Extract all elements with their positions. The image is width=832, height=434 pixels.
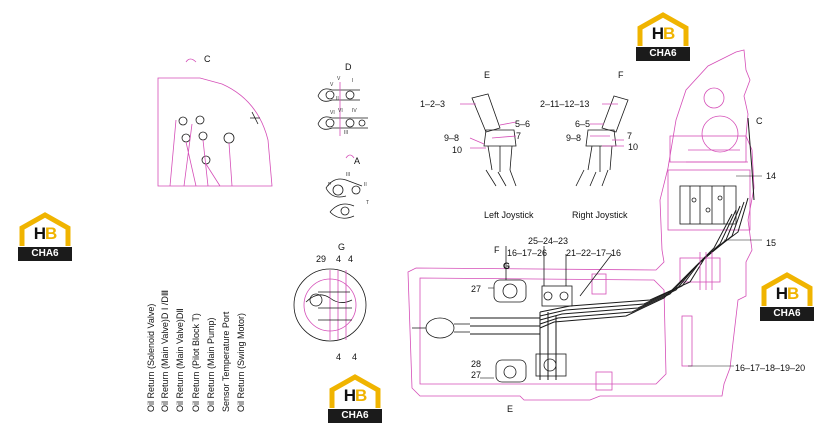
label-27-bottom: 27 <box>471 370 481 380</box>
main-valve-block <box>679 185 737 225</box>
mini-labels: V VI <box>330 82 335 116</box>
roman-iii: III <box>344 130 348 136</box>
pilot-components <box>412 246 713 383</box>
svg-text:V: V <box>330 82 334 88</box>
legend-item-5: Oil Return (Main Pump) <box>206 317 216 412</box>
roman-iii-a: III <box>346 172 350 178</box>
label-view-c: C <box>204 54 211 64</box>
label-21-22-17-16: 21–22–17–16 <box>566 248 621 258</box>
label-15: 15 <box>766 238 776 248</box>
right-joystick-drawing <box>575 95 629 187</box>
roman-ii-a: II <box>364 182 367 188</box>
roman-vi: VI <box>338 108 343 114</box>
detail-a <box>325 154 363 219</box>
logo-letters: HB <box>33 224 58 243</box>
logo-house-icon <box>19 212 71 246</box>
logo-house-icon <box>761 272 813 306</box>
label-2-11-12-13: 2–11–12–13 <box>540 99 589 109</box>
logo-house-icon <box>637 12 689 46</box>
label-5-6-left: 5–6 <box>515 119 530 129</box>
label-f-mid: F <box>494 245 500 255</box>
logo-caption: CHA6 <box>18 247 72 261</box>
detail-d <box>317 82 368 136</box>
svg-text:VI: VI <box>330 110 335 116</box>
label-10-right: 10 <box>628 142 638 152</box>
label-29: 29 <box>316 254 326 264</box>
label-4-bottom-a: 4 <box>336 352 341 362</box>
label-view-e-top: E <box>484 70 490 80</box>
label-right-joystick: Right Joystick <box>572 210 628 220</box>
label-4-top-b: 4 <box>348 254 353 264</box>
label-view-f-top: F <box>618 70 624 80</box>
watermark-logo-right: HB CHA6 <box>758 272 816 322</box>
label-9-8-right: 9–8 <box>566 133 581 143</box>
roman-t: T <box>366 200 369 206</box>
leader-lines <box>480 175 762 379</box>
legend-item-6: Sensor Temperature Port <box>221 311 231 412</box>
label-view-e-bottom: E <box>507 404 513 414</box>
label-4-bottom-b: 4 <box>352 352 357 362</box>
label-detail-a: A <box>354 156 360 166</box>
roman-iv: IV <box>352 108 357 114</box>
label-9-8-left: 9–8 <box>444 133 459 143</box>
label-left-joystick: Left Joystick <box>484 210 534 220</box>
logo-caption: CHA6 <box>328 409 382 423</box>
oil-return-legend: Oil Return (Solenoid Valve) Oil Return (… <box>146 272 256 412</box>
label-7-left: 7 <box>516 131 521 141</box>
watermark-logo-left: HB CHA6 <box>16 212 74 262</box>
logo-letters: HB <box>651 24 676 43</box>
legend-item-4: Oil Return (Pilot Block T) <box>191 313 201 412</box>
watermark-logo-bottom: HB CHA6 <box>326 374 384 424</box>
view-c-panel <box>157 58 273 187</box>
label-6-5: 6–5 <box>575 119 590 129</box>
callout-labels: C D A E F C G F G E 1–2–3 5–6 9–8 7 10 2… <box>204 54 805 414</box>
roman-i: I <box>352 78 353 84</box>
legend-item-1: Oil Return (Solenoid Valve) <box>146 303 156 412</box>
logo-caption: CHA6 <box>636 47 690 61</box>
label-16-17-18-19-20: 16–17–18–19–20 <box>735 363 805 373</box>
label-view-c-right: C <box>756 116 763 126</box>
label-14: 14 <box>766 171 776 181</box>
logo-house-icon <box>329 374 381 408</box>
label-4-top-a: 4 <box>336 254 341 264</box>
watermark-logo-top-right: HB CHA6 <box>634 12 692 62</box>
label-25-24-23: 25–24–23 <box>528 236 568 246</box>
label-16-17-26: 16–17–26 <box>507 248 547 258</box>
label-g-mid: G <box>503 261 510 271</box>
label-detail-g: G <box>338 242 345 252</box>
legend-item-2: Oil Return (Main Valve)D I /DⅢ <box>160 289 170 412</box>
detail-g <box>293 268 367 342</box>
label-detail-d: D <box>345 62 352 72</box>
view-c-fittings <box>169 111 260 187</box>
label-27-top: 27 <box>471 284 481 294</box>
machine-frame <box>407 49 755 401</box>
label-10-left: 10 <box>452 145 462 155</box>
roman-ii: II <box>336 96 339 102</box>
left-joystick-drawing <box>460 93 517 187</box>
label-1-2-3: 1–2–3 <box>420 99 445 109</box>
roman-p: P <box>328 182 332 188</box>
logo-caption: CHA6 <box>760 307 814 321</box>
logo-letters: HB <box>775 284 800 303</box>
label-7-right: 7 <box>627 131 632 141</box>
legend-item-7: Oil Return (Swing Motor) <box>236 312 246 412</box>
legend-item-3: Oil Return (Main Valve)DⅡ <box>175 308 185 412</box>
logo-letters: HB <box>343 386 368 405</box>
label-28: 28 <box>471 359 481 369</box>
roman-v: V <box>337 76 341 82</box>
